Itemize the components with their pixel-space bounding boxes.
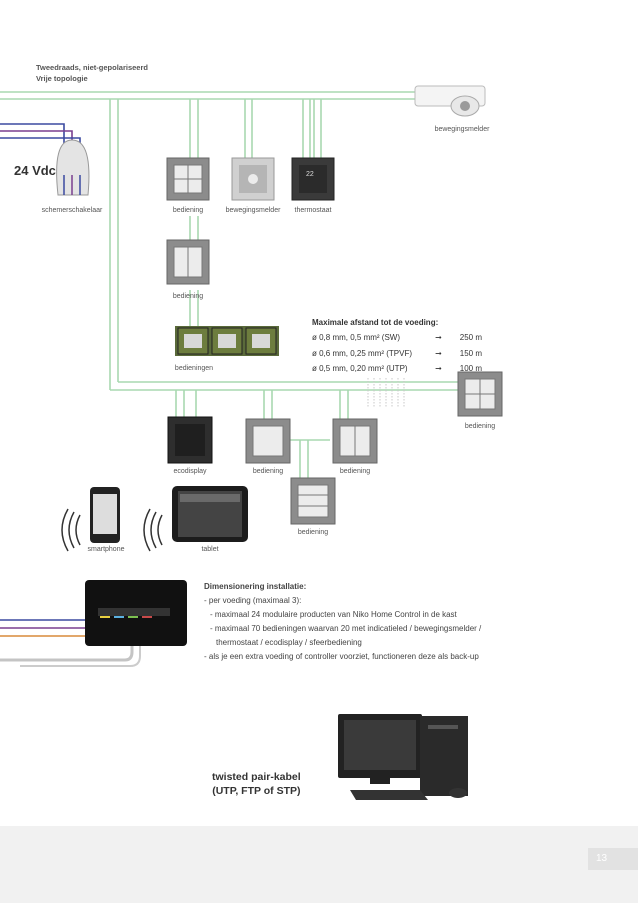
control-3-device	[245, 418, 291, 464]
dimensioning-line: - maximaal 24 modulaire producten van Ni…	[210, 610, 457, 619]
cable-stubs	[367, 378, 405, 408]
distance-spec: ø 0,6 mm, 0,25 mm² (TPVF)	[312, 348, 413, 358]
dimensioning-line: - per voeding (maximaal 3):	[204, 596, 302, 605]
dimensioning-line: - maximaal 70 bedieningen waarvan 20 met…	[210, 624, 482, 633]
motion-sensor-device	[231, 157, 275, 201]
thermostat-label: thermostaat	[294, 207, 332, 214]
control-4-device	[332, 418, 378, 464]
control-2-label: bediening	[172, 293, 204, 300]
computer-device	[338, 714, 468, 800]
topology-header-line1: Tweedraads, niet-gepolariseerd	[36, 63, 148, 72]
controls-group-label: bedieningen	[174, 365, 214, 372]
cable-label-line2: (UTP, FTP of STP)	[212, 785, 301, 797]
control-1-label: bediening	[172, 207, 204, 214]
motion-sensor-label: bewegingsmelder	[225, 207, 281, 214]
distance-row: ø 0,8 mm, 0,5 mm² (SW) ➞ 250 m	[312, 330, 482, 346]
voltage-label: 24 Vdc	[14, 163, 56, 178]
smartphone-device	[61, 487, 120, 552]
distance-value: 250 m	[459, 333, 482, 343]
ceiling-motion-sensor	[414, 85, 486, 117]
page-number: 13	[588, 848, 638, 870]
arrow-icon: ➞	[435, 333, 442, 343]
dimensioning-line: - als je een extra voeding of controller…	[204, 652, 479, 661]
touchscreen-device	[85, 580, 187, 646]
controls-group-device	[175, 326, 279, 356]
ecodisplay-device	[167, 416, 213, 464]
dimensioning-block: Dimensionering installatie: - per voedin…	[204, 580, 481, 664]
distance-title: Maximale afstand tot de voeding:	[312, 318, 439, 327]
control-5-label: bediening	[297, 529, 329, 536]
cable-label: twisted pair-kabel (UTP, FTP of STP)	[212, 770, 301, 798]
control-3-label: bediening	[252, 468, 284, 475]
control-4-label: bediening	[339, 468, 371, 475]
thermostat-device	[291, 157, 335, 201]
bus-lines	[0, 91, 460, 478]
distance-row: ø 0,5 mm, 0,20 mm² (UTP) ➞ 100 m	[312, 361, 482, 377]
distance-spec: ø 0,8 mm, 0,5 mm² (SW)	[312, 333, 400, 343]
smartphone-label: smartphone	[87, 546, 125, 553]
control-1-device	[166, 157, 210, 201]
twilight-switch	[56, 139, 90, 196]
ecodisplay-label: ecodisplay	[173, 468, 207, 475]
page-footer	[0, 826, 638, 903]
ceiling-motion-sensor-label: bewegingsmelder	[434, 126, 490, 133]
distance-spec: ø 0,5 mm, 0,20 mm² (UTP)	[312, 364, 408, 374]
dimensioning-title: Dimensionering installatie:	[204, 582, 307, 591]
twilight-switch-label: schemerschakelaar	[41, 207, 103, 214]
arrow-icon: ➞	[435, 364, 442, 374]
distance-value: 100 m	[459, 364, 482, 374]
topology-header-line2: Vrije topologie	[36, 74, 88, 83]
dimensioning-line: thermostaat / ecodisplay / sfeerbedienin…	[216, 638, 362, 647]
arrow-icon: ➞	[435, 348, 442, 358]
control-right-device	[457, 371, 503, 417]
control-2-device	[166, 239, 210, 285]
distance-table: Maximale afstand tot de voeding: ø 0,8 m…	[312, 318, 482, 377]
control-5-device	[290, 477, 336, 525]
tablet-label: tablet	[201, 546, 219, 553]
cable-label-line1: twisted pair-kabel	[212, 771, 301, 783]
distance-value: 150 m	[459, 348, 482, 358]
distance-row: ø 0,6 mm, 0,25 mm² (TPVF) ➞ 150 m	[312, 346, 482, 362]
control-right-label: bediening	[464, 423, 496, 430]
tablet-device	[143, 486, 248, 552]
thermostat-display: 22	[306, 171, 314, 178]
